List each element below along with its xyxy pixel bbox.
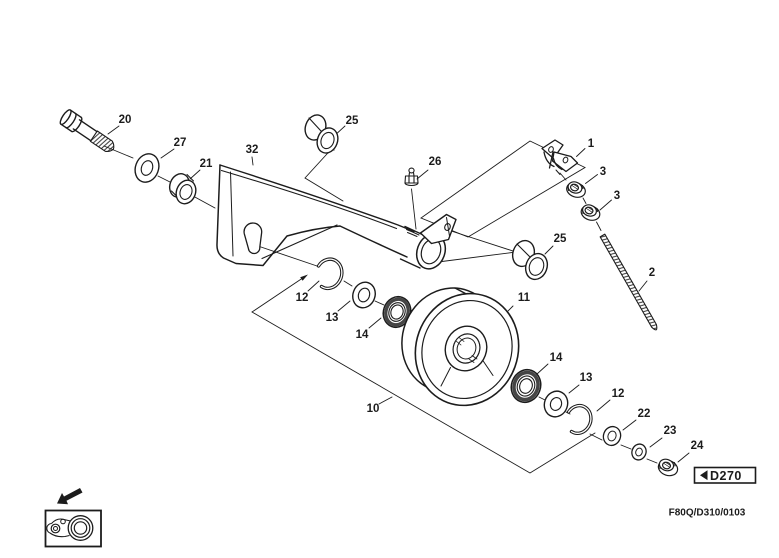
callout-13-front[interactable]: 13 (326, 312, 339, 324)
grease-fitting-26 (404, 167, 419, 187)
snap-ring-12-rear (566, 403, 593, 435)
parts-artwork (59, 109, 679, 477)
bushing-25-right (511, 239, 549, 281)
callout-21[interactable]: 21 (200, 158, 213, 170)
washer-13-front (352, 281, 376, 309)
callout-11[interactable]: 11 (518, 292, 531, 304)
callout-1[interactable]: 1 (588, 138, 595, 150)
back-arrow-icon (700, 470, 708, 481)
callout-20[interactable]: 20 (119, 114, 132, 126)
assembly-direction-arrowhead (300, 274, 308, 281)
pulley-11 (401, 287, 520, 407)
callout-25-top[interactable]: 25 (346, 115, 359, 127)
callout-25-right[interactable]: 25 (554, 233, 567, 245)
snap-ring-12-front (316, 257, 344, 291)
lock-nut-24 (657, 458, 679, 477)
callout-14-front[interactable]: 14 (356, 329, 369, 341)
callout-13-rear[interactable]: 13 (580, 372, 593, 384)
callout-12-front[interactable]: 12 (296, 292, 309, 304)
nut-3-lower (580, 204, 601, 221)
nav-link-label: D270 (710, 469, 742, 483)
bearing-14-rear (510, 368, 542, 404)
washer-13-rear (543, 390, 569, 418)
nav-link-d270[interactable]: D270 (693, 466, 757, 484)
callout-14-rear[interactable]: 14 (550, 352, 563, 364)
belt-layout-thumbnail[interactable] (44, 509, 102, 548)
callout-3-upper[interactable]: 3 (600, 166, 606, 178)
adjusting-rod-2 (599, 233, 658, 331)
figure-code: F80Q/D310/0103 (669, 508, 746, 519)
callout-22[interactable]: 22 (638, 408, 651, 420)
callout-26[interactable]: 26 (429, 156, 442, 168)
view-direction-arrow-icon (57, 488, 83, 505)
nut-3-upper (566, 181, 586, 198)
bushing-21 (168, 173, 197, 205)
washer-27 (134, 153, 160, 183)
anchor-bracket-1 (541, 139, 579, 175)
callout-12-rear[interactable]: 12 (612, 388, 625, 400)
washer-22 (602, 425, 622, 447)
washer-23 (631, 443, 647, 461)
callout-32[interactable]: 32 (246, 144, 259, 156)
bolt-20 (59, 109, 115, 153)
keyhole-slot (243, 222, 263, 255)
callout-2[interactable]: 2 (649, 267, 655, 279)
callout-3-lower[interactable]: 3 (614, 190, 620, 202)
callout-10[interactable]: 10 (367, 403, 380, 415)
bushing-25-top (304, 114, 339, 154)
callout-labels: 20 27 21 32 25 26 1 3 3 2 25 11 12 13 14… (119, 114, 704, 452)
callout-27[interactable]: 27 (174, 137, 187, 149)
callout-23[interactable]: 23 (664, 425, 677, 437)
tensioner-arm-32 (216, 164, 457, 270)
callout-24[interactable]: 24 (691, 440, 704, 452)
